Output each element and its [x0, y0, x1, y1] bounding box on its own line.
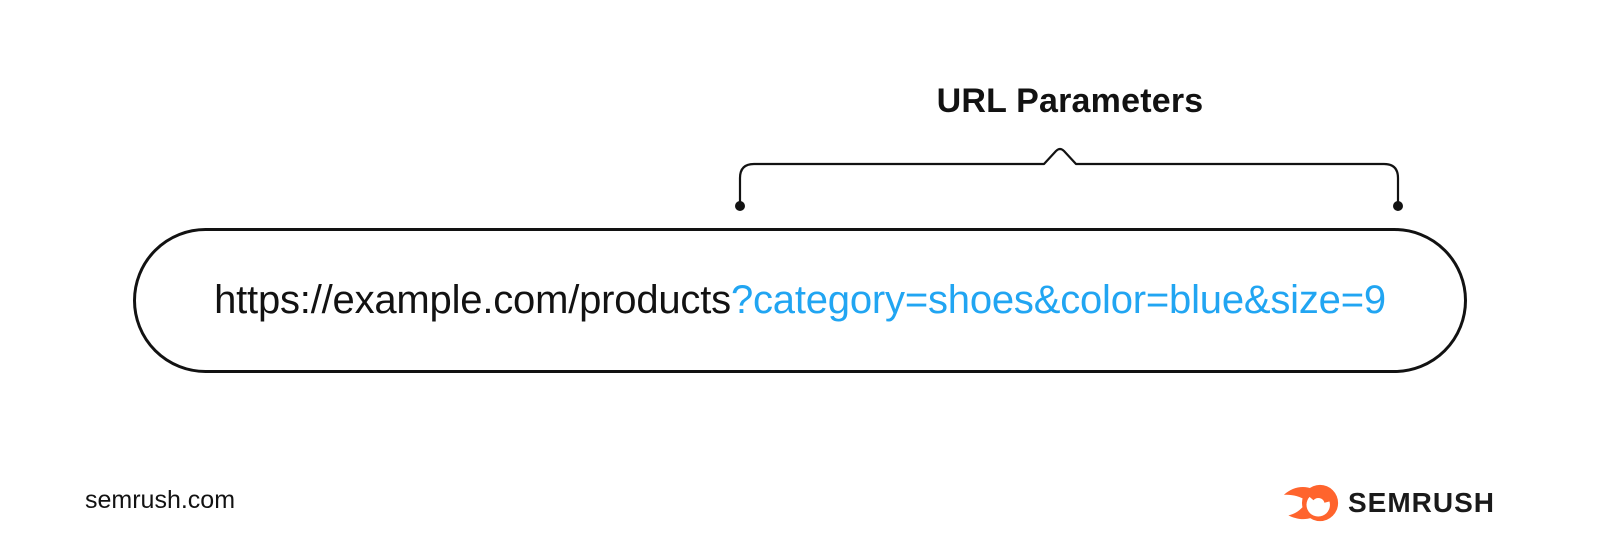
url-params: ?category=shoes&color=blue&size=9 [730, 278, 1386, 322]
anchor-dot-left [735, 201, 745, 211]
semrush-wordmark: SEMRUSH [1348, 487, 1496, 518]
url-text: https://example.com/products?category=sh… [214, 278, 1386, 323]
semrush-logo: SEMRUSH [1283, 483, 1495, 523]
curly-brace-icon [738, 147, 1400, 207]
url-pill: https://example.com/products?category=sh… [133, 228, 1467, 373]
url-base: https://example.com/products [214, 278, 731, 322]
semrush-flame-icon [1283, 484, 1339, 522]
annotation-title: URL Parameters [936, 82, 1204, 120]
comet-inner-arc [1309, 492, 1330, 504]
anchor-dot-right [1393, 201, 1403, 211]
source-site-label: semrush.com [85, 486, 236, 514]
